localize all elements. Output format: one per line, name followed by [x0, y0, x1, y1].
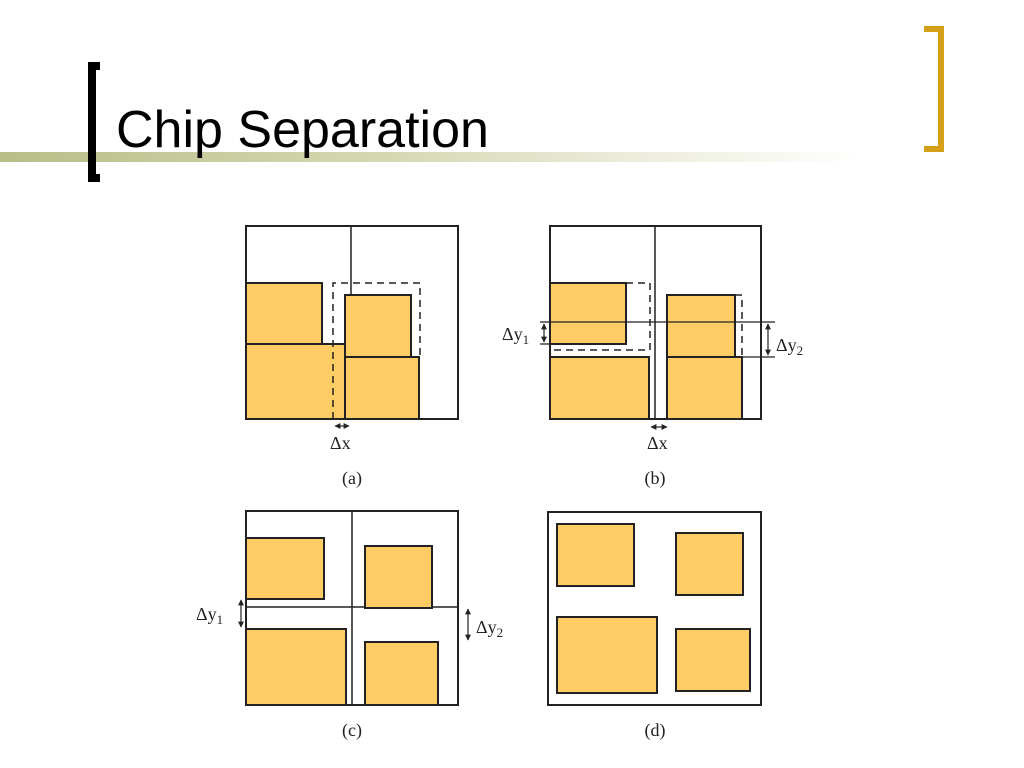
panel-d-chip-bottom-right [675, 628, 751, 692]
panel-c-chip-bottom-right [364, 641, 439, 706]
left-bracket-decoration [88, 62, 100, 182]
panel-b: Δy1 Δy2 Δx (b) [502, 225, 803, 489]
panel-a-caption: (a) [342, 468, 362, 489]
panel-b-caption: (b) [645, 468, 666, 489]
panel-c: Δy1 Δy2 (c) [196, 510, 503, 741]
panel-b-right-ghost-outline [735, 294, 743, 357]
panel-d: (d) [547, 511, 762, 741]
panel-b-dy2-label: Δy2 [776, 335, 803, 358]
panel-a-chip-bottom-left [245, 343, 346, 420]
panel-b-dy1-label: Δy1 [502, 324, 529, 347]
panel-c-dy1-label: Δy1 [196, 604, 223, 627]
right-bracket-decoration [924, 26, 944, 152]
panel-d-chip-bottom-left [556, 616, 658, 694]
panel-a-chip-bottom-right [344, 356, 420, 420]
panel-a-chip-top-right [344, 294, 412, 358]
panel-b-left-ghost-outline [550, 282, 651, 351]
panel-a-dx-label: Δx [330, 433, 351, 453]
panel-d-caption: (d) [645, 720, 666, 741]
panel-b-chip-bottom-right [666, 356, 743, 420]
slide-title: Chip Separation [116, 101, 489, 159]
title-underline-band [0, 152, 860, 162]
panel-a-chip-top-left [245, 282, 323, 345]
panel-b-dx-label: Δx [647, 433, 668, 453]
panel-b-chip-bottom-left [549, 356, 650, 420]
panel-d-chip-top-left [556, 523, 635, 587]
panel-c-chip-top-left [245, 537, 325, 600]
panel-b-chip-top-right [666, 294, 736, 358]
panel-d-chip-top-right [675, 532, 744, 596]
panel-c-chip-bottom-left [245, 628, 347, 706]
panel-c-chip-top-right [364, 545, 433, 609]
panel-c-caption: (c) [342, 720, 362, 741]
panel-c-dy2-label: Δy2 [476, 617, 503, 640]
panel-a: Δx (a) [245, 225, 459, 489]
panel-b-chip-top-left [549, 282, 627, 345]
